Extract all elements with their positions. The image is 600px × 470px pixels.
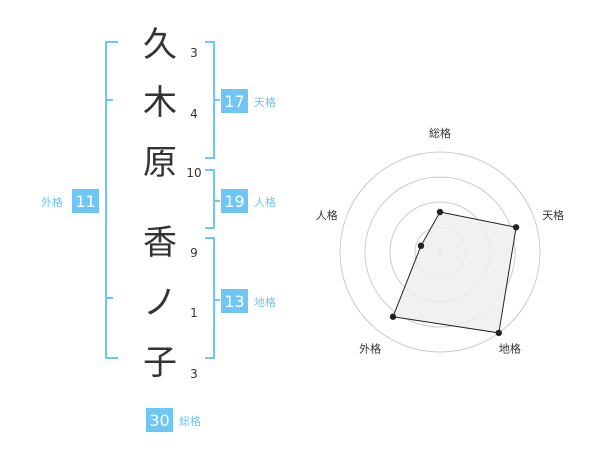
radar-ring-4 [339,151,541,353]
gaikaku-bracket [105,41,118,359]
radar-axis-label-4: 外格 [359,341,381,355]
radar-point-3 [495,329,502,337]
radar-ring-3 [364,176,516,328]
stroke-count-3: 10 [186,166,201,180]
radar-point-2 [512,224,520,231]
tenkaku-value: 17 [224,92,244,111]
stroke-count-2: 4 [190,107,198,121]
name-char-6: 子 [143,343,177,383]
gaikaku-badge: 外格 11 [41,189,99,213]
name-char-2: 木 [143,83,177,123]
radar-axis-label-1: 総格 [429,126,451,140]
name-char-4: 香 [143,223,177,263]
gaikaku-label: 外格 [41,195,63,209]
jinkaku-badge: 19 人格 [221,189,276,213]
name-char-1: 久 [143,25,177,65]
jinkaku-label: 人格 [254,195,276,209]
radar-point-1 [436,208,444,216]
radar-axis-label-2: 天格 [542,208,564,222]
chikaku-label: 地格 [254,295,276,309]
name-char-3: 原 [143,143,177,183]
stroke-count-6: 3 [190,367,198,381]
name-char-5: ノ [143,283,177,323]
stroke-count-4: 9 [190,246,198,260]
chikaku-badge: 13 地格 [221,289,276,313]
radar-point-5 [417,242,425,250]
jinkaku-value: 19 [224,192,244,211]
soukaku-value: 30 [149,411,169,430]
soukaku-badge: 30 総格 [146,408,201,432]
stroke-count-1: 3 [190,46,198,60]
tenkaku-bracket [205,41,220,159]
jinkaku-bracket [205,169,220,229]
radar-axis-label-5: 人格 [316,208,338,222]
radar-point-4 [389,313,397,320]
chikaku-bracket [205,237,220,359]
gaikaku-value: 11 [75,192,95,211]
tenkaku-badge: 17 天格 [221,89,276,113]
soukaku-label: 総格 [179,414,201,428]
chikaku-value: 13 [224,292,244,311]
stroke-count-5: 1 [190,306,198,320]
tenkaku-label: 天格 [254,95,276,109]
radar-axis-label-3: 地格 [499,341,521,355]
radar-polygon [392,211,517,334]
